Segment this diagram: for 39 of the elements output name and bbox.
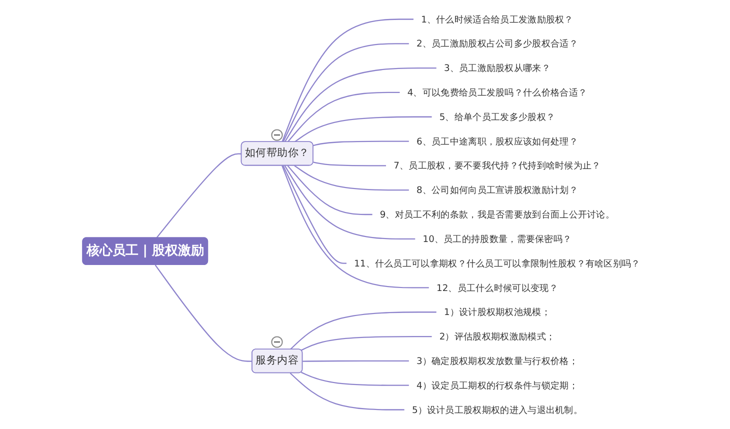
list-item-text: 8、公司如何向员工宣讲股权激励计划？ [416,184,578,196]
connector-line [281,165,429,288]
connector-line [282,43,409,142]
list-item-text: 4、可以免费给员工发股吗？什么价格合适？ [407,87,587,98]
connector-line [290,372,404,410]
connector-line [286,92,400,142]
list-item-text: 3、员工激励股权从哪来？ [444,62,550,74]
connector-line [300,372,409,386]
connector-line [156,153,242,238]
list-item-text: 5）设计员工股权期权的进入与退出机制。 [412,404,582,416]
list-item-text: 11、什么员工可以拿期权？什么员工可以拿限制性股权？有啥区别吗？ [354,258,640,269]
connector-line [300,336,432,351]
connector-line [294,165,409,191]
list-item-text: 12、员工什么时候可以变现？ [436,282,558,294]
connector-line [290,312,436,350]
subtopic-box: 服务内容 [251,348,302,374]
connector-line [281,18,414,142]
list-item-text: 7、员工股权，要不要我代持？代持到啥时候为止？ [393,160,601,172]
connector-line [302,360,409,362]
central-topic-box: 核心员工 | 股权激励 [82,237,208,266]
list-item-text: 2）评估股权期权激励模式； [439,331,555,342]
connector-line [154,264,252,362]
list-item-text: 1）设计股权期权池规模； [444,306,550,318]
connector-line [284,68,436,142]
list-item-text: 2、员工激励股权占公司多少股权合适？ [416,38,578,49]
subtopic-box: 如何帮助你？ [240,141,314,166]
connector-line [294,116,432,143]
list-item-text: 3）确定股权期权发放数量与行权价格； [416,356,578,366]
connector-line [282,165,346,264]
connector-line [286,165,372,216]
list-item-text: 4）设定员工期权的行权条件与锁定期； [416,380,578,391]
list-item-text: 5、给单个员工发多少股权？ [439,112,555,122]
connector-line [284,165,415,240]
list-item-text: 10、员工的持股数量，需要保密吗？ [422,234,572,244]
list-item-text: 1、什么时候适合给员工发激励股权？ [420,14,574,25]
connector-line [312,162,386,166]
connector-line [312,140,409,146]
list-item-text: 9、对员工不利的条款，我是否需要放到台面上公开讨论。 [380,209,614,220]
list-item-text: 6、员工中途离职，股权应该如何处理？ [416,136,578,147]
